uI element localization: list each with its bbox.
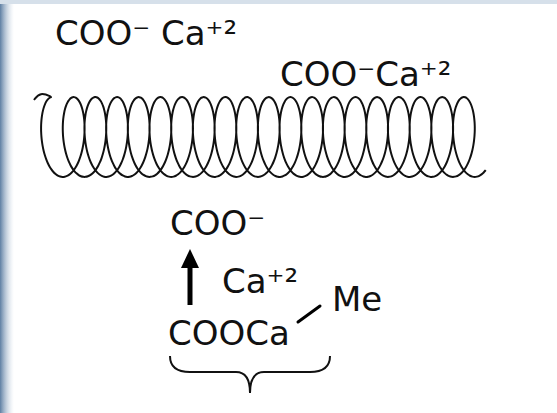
ion-pair-label: COO⁻Ca⁺² xyxy=(280,57,451,91)
carboxylate-label: COO⁻ xyxy=(170,206,265,240)
metal-label: Me xyxy=(332,282,382,316)
top-strip xyxy=(0,0,557,4)
salt-label: COOCa xyxy=(168,316,290,350)
edge-strip xyxy=(0,0,14,413)
curly-brace xyxy=(170,356,330,393)
ion-pair-label: COO⁻ Ca⁺² xyxy=(55,16,237,50)
up-arrow-shaft xyxy=(188,262,193,305)
ion-label: Ca⁺² xyxy=(222,264,298,298)
up-arrow-head xyxy=(181,249,199,268)
bond-stroke xyxy=(298,306,320,322)
polymer-coil xyxy=(34,94,486,177)
